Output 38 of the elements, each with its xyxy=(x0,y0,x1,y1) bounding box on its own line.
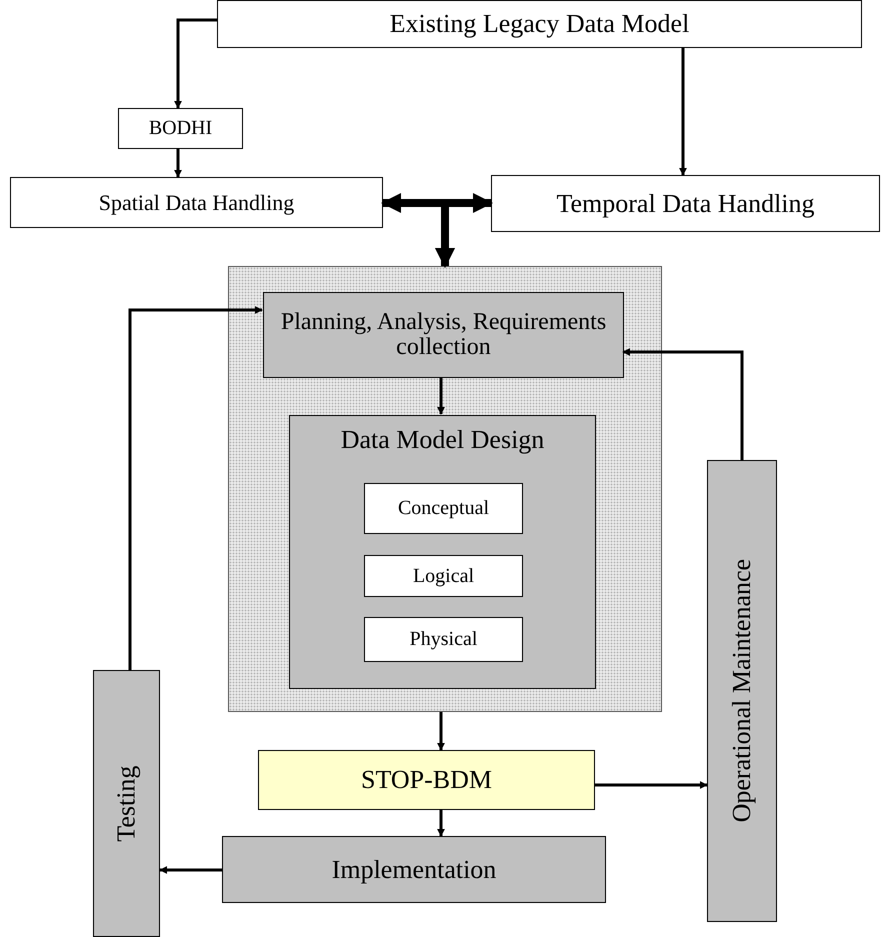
node-label: Spatial Data Handling xyxy=(98,190,294,214)
node-label: Existing Legacy Data Model xyxy=(390,10,690,38)
node-label: Data Model Design xyxy=(340,426,544,454)
process-box xyxy=(364,555,523,597)
node-label: BODHI xyxy=(148,118,212,139)
process-box xyxy=(364,483,523,534)
process-box xyxy=(263,292,624,378)
arrow xyxy=(622,348,744,460)
process-box xyxy=(289,415,596,689)
node-label: Physical xyxy=(410,629,478,650)
arrow xyxy=(595,781,708,789)
node-label: Implementation xyxy=(332,856,496,884)
arrow xyxy=(679,48,687,176)
node-label: Logical xyxy=(412,566,474,586)
process-box xyxy=(118,108,243,149)
vertical-process-box xyxy=(707,460,777,922)
arrow xyxy=(437,712,445,751)
process-box xyxy=(222,836,606,903)
arrow xyxy=(159,866,222,874)
node-label: Testing xyxy=(112,765,140,842)
process-box xyxy=(10,177,383,228)
arrow xyxy=(128,306,263,670)
process-box xyxy=(217,0,862,48)
container-box xyxy=(228,266,662,712)
arrow xyxy=(437,377,445,415)
node-label: Planning, Analysis, Requirements collection xyxy=(280,310,608,360)
vertical-process-box xyxy=(93,670,160,937)
arrow xyxy=(437,810,445,837)
node-label: Conceptual xyxy=(398,498,490,519)
process-box xyxy=(491,175,880,232)
node-label: Operational Maintenance xyxy=(728,559,756,823)
process-box xyxy=(364,617,523,662)
process-box xyxy=(258,750,595,810)
node-label: STOP-BDM xyxy=(360,766,492,794)
arrow xyxy=(174,18,217,109)
arrow xyxy=(174,149,182,178)
arrow xyxy=(381,193,493,213)
node-label: Temporal Data Handling xyxy=(556,190,815,218)
